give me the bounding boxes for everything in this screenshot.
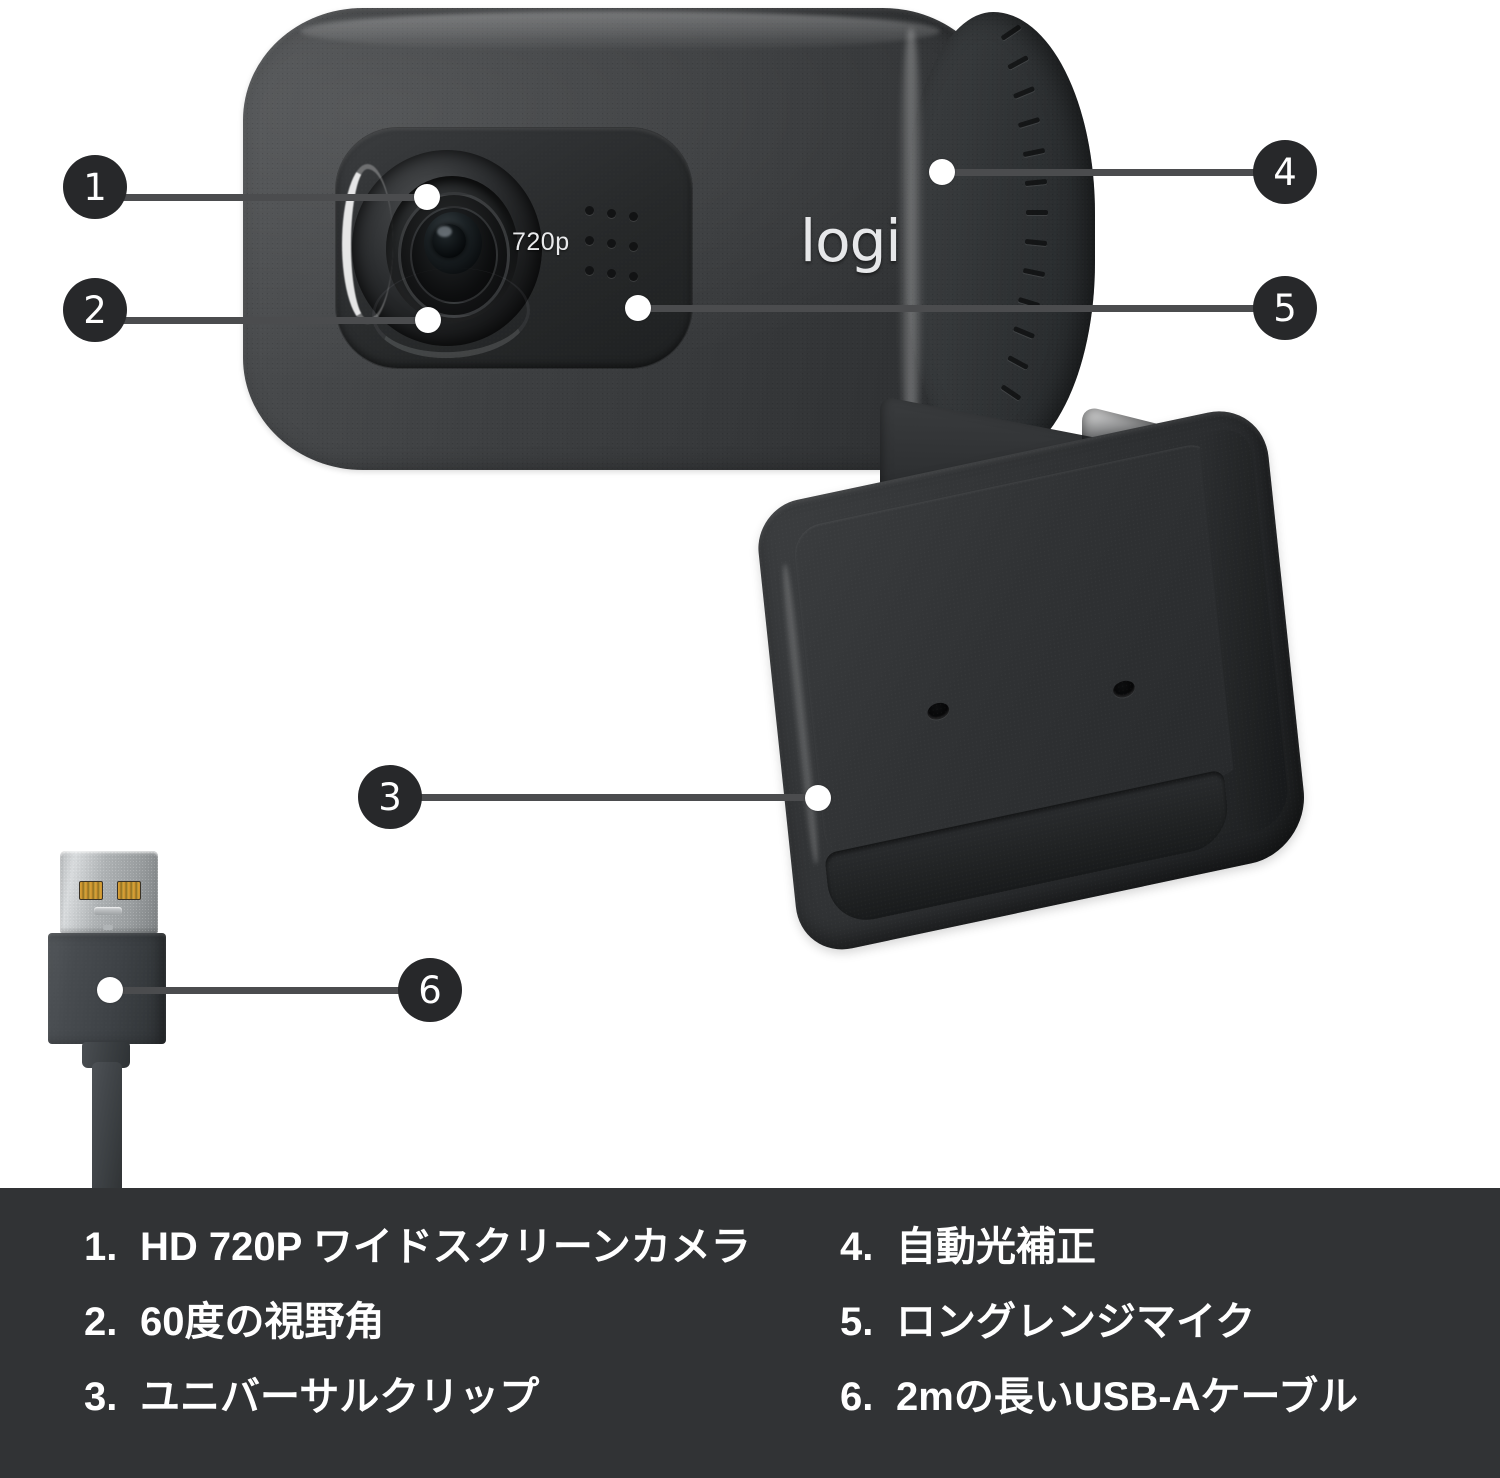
- legend-item-number: 4.: [840, 1225, 874, 1269]
- clip-inner-face: [792, 440, 1248, 860]
- universal-clip-foot: [754, 400, 1310, 960]
- microphone-hole: [629, 212, 638, 221]
- focus-ridge: [1022, 267, 1045, 278]
- usb-cable: [92, 1062, 122, 1194]
- legend-item-5: 5. ロングレンジマイク: [840, 1289, 1480, 1364]
- focus-ridge: [1024, 238, 1048, 247]
- focus-ridge: [1024, 178, 1048, 187]
- clip-edge-highlight: [777, 562, 824, 866]
- callout-marker-dot-5: [625, 295, 651, 321]
- callout-badge-3[interactable]: 3: [358, 765, 422, 829]
- lens-specular-highlight: [437, 226, 452, 237]
- callout-leader-line-4: [948, 169, 1258, 176]
- focus-ridge: [1000, 384, 1022, 401]
- legend-item-2: 2. 60度の視野角: [84, 1289, 824, 1364]
- callout-badge-4[interactable]: 4: [1253, 140, 1317, 204]
- focus-ridge-texture: [1000, 24, 1070, 430]
- microphone-hole: [607, 209, 616, 218]
- callout-badge-5[interactable]: 5: [1253, 276, 1317, 340]
- focus-ridge: [1006, 55, 1029, 70]
- callout-marker-dot-4: [929, 159, 955, 185]
- callout-leader-line-1: [113, 194, 427, 201]
- focus-ridge: [1006, 355, 1029, 370]
- legend-item-number: 2.: [84, 1300, 118, 1344]
- legend-item-4: 4. 自動光補正: [840, 1214, 1480, 1289]
- logi-brand-logo: logi: [800, 207, 902, 275]
- callout-marker-dot-6: [97, 977, 123, 1003]
- callout-marker-dot-2: [415, 307, 441, 333]
- usb-shell-notch: [94, 907, 122, 915]
- webcam-barrel: [905, 12, 1095, 464]
- callout-badge-2[interactable]: 2: [63, 278, 127, 342]
- clip-right-edge: [1198, 424, 1292, 836]
- focus-ridge: [1022, 147, 1045, 158]
- callout-badge-1[interactable]: 1: [63, 155, 127, 219]
- callout-badge-6[interactable]: 6: [398, 958, 462, 1022]
- callout-leader-line-6: [118, 987, 408, 994]
- resolution-label: 720p: [512, 228, 570, 256]
- microphone-hole: [607, 239, 616, 248]
- legend-item-label: ロングレンジマイク: [896, 1300, 1256, 1344]
- usb-gold-contact-right: [117, 881, 141, 900]
- legend-column-right: 4. 自動光補正 5. ロングレンジマイク 6. 2mの長いUSB-Aケーブル: [840, 1214, 1480, 1439]
- usb-shell-notch-small: [103, 925, 113, 930]
- webcam-product-illustration: 720p logi 1 2 3 4 5 6: [0, 0, 1500, 1190]
- clip-screw-hole-right: [1112, 678, 1136, 700]
- legend-item-label: ユニバーサルクリップ: [140, 1375, 540, 1419]
- microphone-hole: [585, 266, 594, 275]
- legend-item-6: 6. 2mの長いUSB-Aケーブル: [840, 1364, 1480, 1439]
- microphone-hole: [629, 242, 638, 251]
- callout-leader-line-3: [420, 794, 818, 801]
- legend-item-label: 自動光補正: [896, 1225, 1096, 1269]
- usb-a-metal-shell: [60, 851, 158, 933]
- legend-column-left: 1. HD 720P ワイドスクリーンカメラ 2. 60度の視野角 3. ユニバーサルクリ…: [84, 1214, 824, 1439]
- lens-aperture: [432, 224, 466, 258]
- callout-marker-dot-1: [414, 184, 440, 210]
- usb-gold-contact-left: [79, 881, 103, 900]
- focus-ridge: [1012, 85, 1036, 100]
- microphone-hole: [607, 269, 616, 278]
- clip-lip: [824, 769, 1232, 928]
- microphone-hole-grid: [585, 206, 643, 281]
- legend-item-number: 3.: [84, 1375, 118, 1419]
- clip-screw-hole-left: [926, 700, 950, 722]
- callout-marker-dot-3: [805, 785, 831, 811]
- legend-item-number: 6.: [840, 1375, 874, 1419]
- microphone-hole: [585, 236, 594, 245]
- legend-item-number: 1.: [84, 1225, 118, 1269]
- focus-ridge: [1018, 116, 1041, 129]
- legend-item-number: 5.: [840, 1300, 874, 1344]
- microphone-hole: [629, 272, 638, 281]
- lens-crescent-highlight: [342, 164, 393, 324]
- callout-leader-line-2: [113, 317, 427, 324]
- focus-ridge: [1012, 325, 1036, 340]
- legend-item-label: 60度の視野角: [140, 1300, 385, 1344]
- legend-item-label: 2mの長いUSB-Aケーブル: [896, 1375, 1359, 1419]
- legend-item-3: 3. ユニバーサルクリップ: [84, 1364, 824, 1439]
- webcam-body-top-highlight: [300, 11, 940, 51]
- callout-leader-line-5: [645, 305, 1260, 312]
- legend-bar: 1. HD 720P ワイドスクリーンカメラ 2. 60度の視野角 3. ユニバーサルクリ…: [0, 1188, 1500, 1478]
- microphone-hole: [585, 206, 594, 215]
- legend-item-1: 1. HD 720P ワイドスクリーンカメラ: [84, 1214, 824, 1289]
- webcam-barrel-highlight: [898, 28, 924, 448]
- legend-item-label: HD 720P ワイドスクリーンカメラ: [140, 1225, 751, 1269]
- focus-ridge: [1026, 210, 1048, 215]
